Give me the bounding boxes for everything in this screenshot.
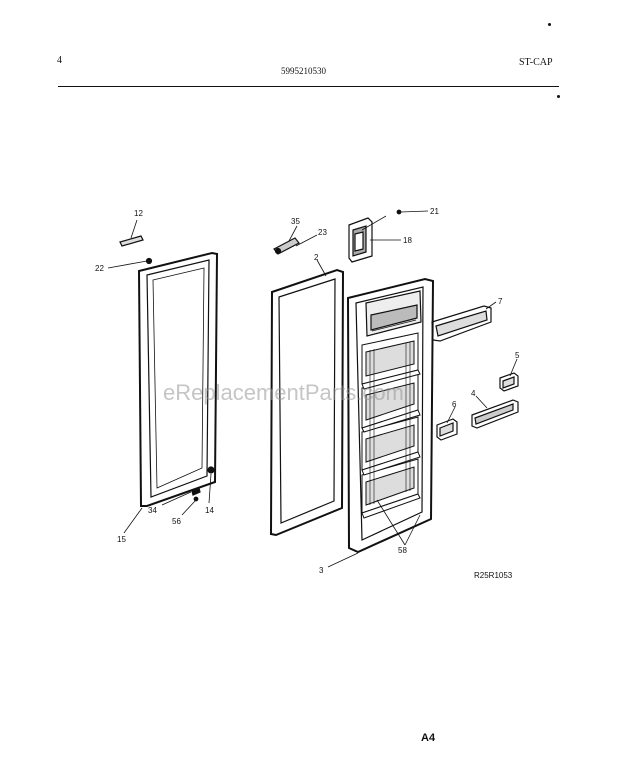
door-gasket-middle bbox=[269, 268, 345, 537]
callout-4: 4 bbox=[471, 389, 476, 398]
speck bbox=[557, 95, 560, 98]
retainer-end-left bbox=[436, 418, 458, 441]
callout-12: 12 bbox=[134, 209, 143, 218]
page-id: A4 bbox=[421, 732, 436, 744]
callout-6: 6 bbox=[452, 400, 457, 409]
hinge-pin bbox=[273, 237, 300, 255]
door-bin bbox=[431, 305, 492, 342]
callout-34: 34 bbox=[148, 506, 157, 515]
watermark-text: eReplacementParts.com bbox=[163, 380, 404, 405]
callout-22: 22 bbox=[95, 264, 104, 273]
speck bbox=[548, 23, 551, 26]
handle-trim bbox=[119, 235, 144, 247]
callout-15: 15 bbox=[117, 535, 126, 544]
door-gasket-left bbox=[137, 251, 219, 507]
callout-21: 21 bbox=[430, 207, 439, 216]
part-number: 5995210530 bbox=[281, 66, 326, 76]
callout-14: 14 bbox=[205, 506, 214, 515]
page-number: 4 bbox=[57, 55, 62, 66]
callout-23: 23 bbox=[318, 228, 327, 237]
header-rule bbox=[58, 86, 559, 87]
hinge-bracket bbox=[348, 217, 373, 263]
model-code: ST-CAP bbox=[519, 57, 553, 68]
callout-56: 56 bbox=[172, 517, 181, 526]
callout-5: 5 bbox=[515, 351, 520, 360]
shelf-retainer-bar bbox=[471, 399, 519, 429]
callout-58: 58 bbox=[398, 546, 407, 555]
retainer-end-right bbox=[499, 372, 519, 392]
screw-22 bbox=[145, 257, 153, 265]
callout-7: 7 bbox=[498, 297, 503, 306]
inner-door-liner bbox=[346, 277, 435, 554]
screw-21 bbox=[396, 209, 402, 215]
callout-18: 18 bbox=[403, 236, 412, 245]
clip-34 bbox=[191, 487, 201, 496]
callout-35: 35 bbox=[291, 217, 300, 226]
screw-56 bbox=[193, 496, 199, 502]
reference-code: R25R1053 bbox=[474, 571, 513, 580]
callout-2: 2 bbox=[314, 253, 319, 262]
callout-3: 3 bbox=[319, 566, 324, 575]
plug-14 bbox=[207, 466, 215, 474]
